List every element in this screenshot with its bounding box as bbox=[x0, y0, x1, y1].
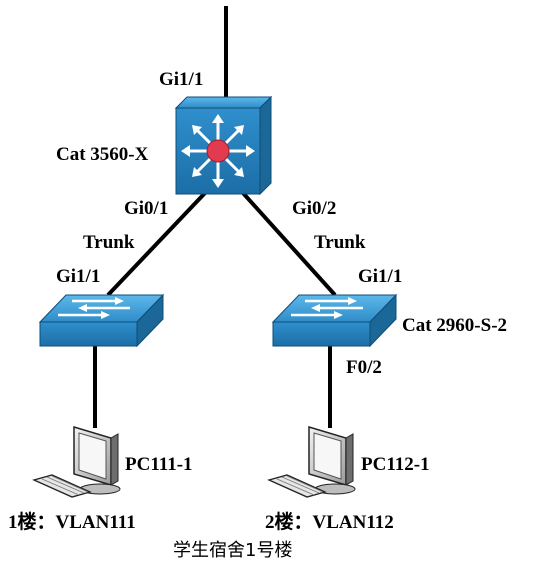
core-uplink-port-label: Gi1/1 bbox=[159, 69, 203, 90]
right-pc-icon bbox=[267, 425, 356, 498]
building-caption: 学生宿舍1号楼 bbox=[173, 540, 292, 561]
right-switch-access-port-label: F0/2 bbox=[346, 357, 382, 378]
trunk-link-right bbox=[241, 191, 337, 297]
left-pc-icon bbox=[32, 425, 121, 498]
core-switch-icon bbox=[174, 95, 273, 196]
left-pc-vlan-caption: 1楼：VLAN111 bbox=[8, 510, 136, 533]
right-trunk-label: Trunk bbox=[314, 232, 366, 253]
right-pc-name: PC112-1 bbox=[361, 454, 430, 475]
left-switch-icon bbox=[38, 293, 165, 348]
trunk-link-left bbox=[106, 191, 207, 297]
right-switch-icon bbox=[271, 293, 398, 348]
left-switch-uplink-port-label: Gi1/1 bbox=[56, 266, 100, 287]
core-left-port-label: Gi0/1 bbox=[124, 198, 168, 219]
right-switch-name: Cat 2960-S-2 bbox=[402, 315, 507, 336]
core-right-port-label: Gi0/2 bbox=[292, 198, 336, 219]
left-pc-name: PC111-1 bbox=[125, 454, 193, 475]
left-trunk-label: Trunk bbox=[83, 232, 135, 253]
right-pc-vlan-caption: 2楼：VLAN112 bbox=[265, 510, 394, 533]
core-switch-name: Cat 3560-X bbox=[56, 144, 149, 165]
right-switch-uplink-port-label: Gi1/1 bbox=[358, 266, 402, 287]
